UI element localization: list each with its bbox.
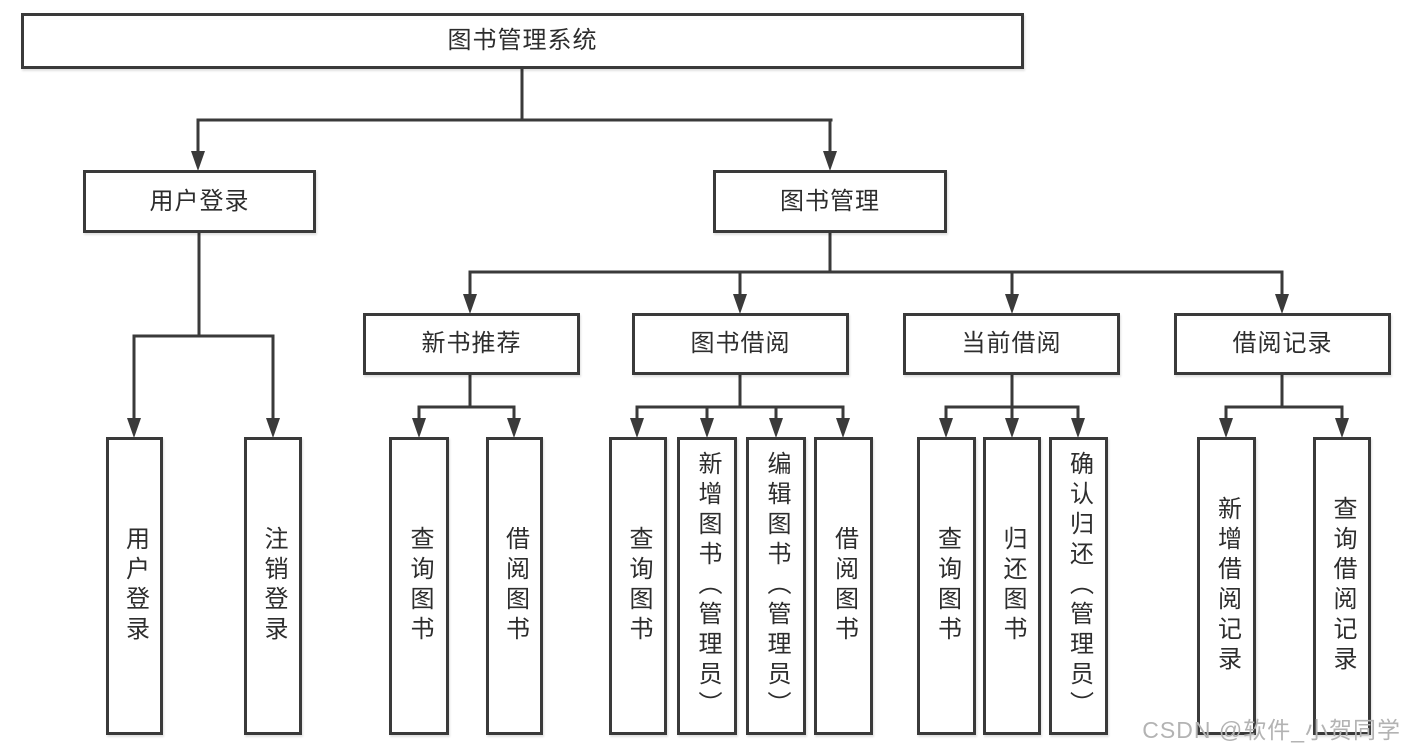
- arrow-down-icon: [836, 418, 850, 438]
- arrow-down-icon: [733, 294, 747, 314]
- leaf-add-borrow-record: 新增借阅记录: [1197, 437, 1256, 735]
- arrow-down-icon: [266, 418, 280, 438]
- leaf-query-books-recommend: 查询图书: [389, 437, 449, 735]
- leaf-borrow-books-borrow: 借阅图书: [814, 437, 873, 735]
- leaf-return-books: 归还图书: [983, 437, 1041, 735]
- leaf-query-books-current: 查询图书: [917, 437, 976, 735]
- leaf-borrow-books-recommend: 借阅图书: [486, 437, 543, 735]
- connector-borrow-records: [1224, 371, 1344, 422]
- arrow-down-icon: [1335, 418, 1349, 438]
- node-current-borrow: 当前借阅: [903, 313, 1120, 375]
- connector-root: [196, 65, 833, 155]
- connector-book-management: [468, 229, 1284, 298]
- arrow-down-icon: [1071, 418, 1085, 438]
- arrow-down-icon: [1219, 418, 1233, 438]
- connector-book-borrow: [635, 371, 845, 422]
- arrow-down-icon: [463, 294, 477, 314]
- node-book-borrow: 图书借阅: [632, 313, 849, 375]
- leaf-confirm-return-admin: 确认归还（管理员）: [1049, 437, 1108, 735]
- node-user-login: 用户登录: [83, 170, 316, 233]
- arrow-down-icon: [507, 418, 521, 438]
- arrow-down-icon: [412, 418, 426, 438]
- arrow-down-icon: [769, 418, 783, 438]
- connector-user-login: [132, 229, 275, 422]
- arrow-down-icon: [127, 418, 141, 438]
- leaf-query-books-borrow: 查询图书: [609, 437, 667, 735]
- arrow-down-icon: [1275, 294, 1289, 314]
- node-borrow-records: 借阅记录: [1174, 313, 1391, 375]
- leaf-query-borrow-record: 查询借阅记录: [1313, 437, 1371, 735]
- arrow-down-icon: [191, 151, 205, 171]
- node-library-system: 图书管理系统: [21, 13, 1024, 69]
- arrow-down-icon: [630, 418, 644, 438]
- leaf-logout: 注销登录: [244, 437, 302, 735]
- arrow-down-icon: [1005, 294, 1019, 314]
- leaf-user-login: 用户登录: [106, 437, 163, 735]
- node-book-management: 图书管理: [713, 170, 947, 233]
- leaf-add-book-admin: 新增图书（管理员）: [677, 437, 737, 735]
- arrow-down-icon: [823, 151, 837, 171]
- arrowheads: [127, 151, 1349, 438]
- arrow-down-icon: [1005, 418, 1019, 438]
- arrow-down-icon: [700, 418, 714, 438]
- connector-new-book: [417, 371, 516, 422]
- leaf-edit-book-admin: 编辑图书（管理员）: [746, 437, 806, 735]
- node-new-book-recommend: 新书推荐: [363, 313, 580, 375]
- connector-current-borrow: [944, 371, 1080, 422]
- csdn-watermark: CSDN @软件_小贺同学: [1142, 717, 1401, 743]
- arrow-down-icon: [939, 418, 953, 438]
